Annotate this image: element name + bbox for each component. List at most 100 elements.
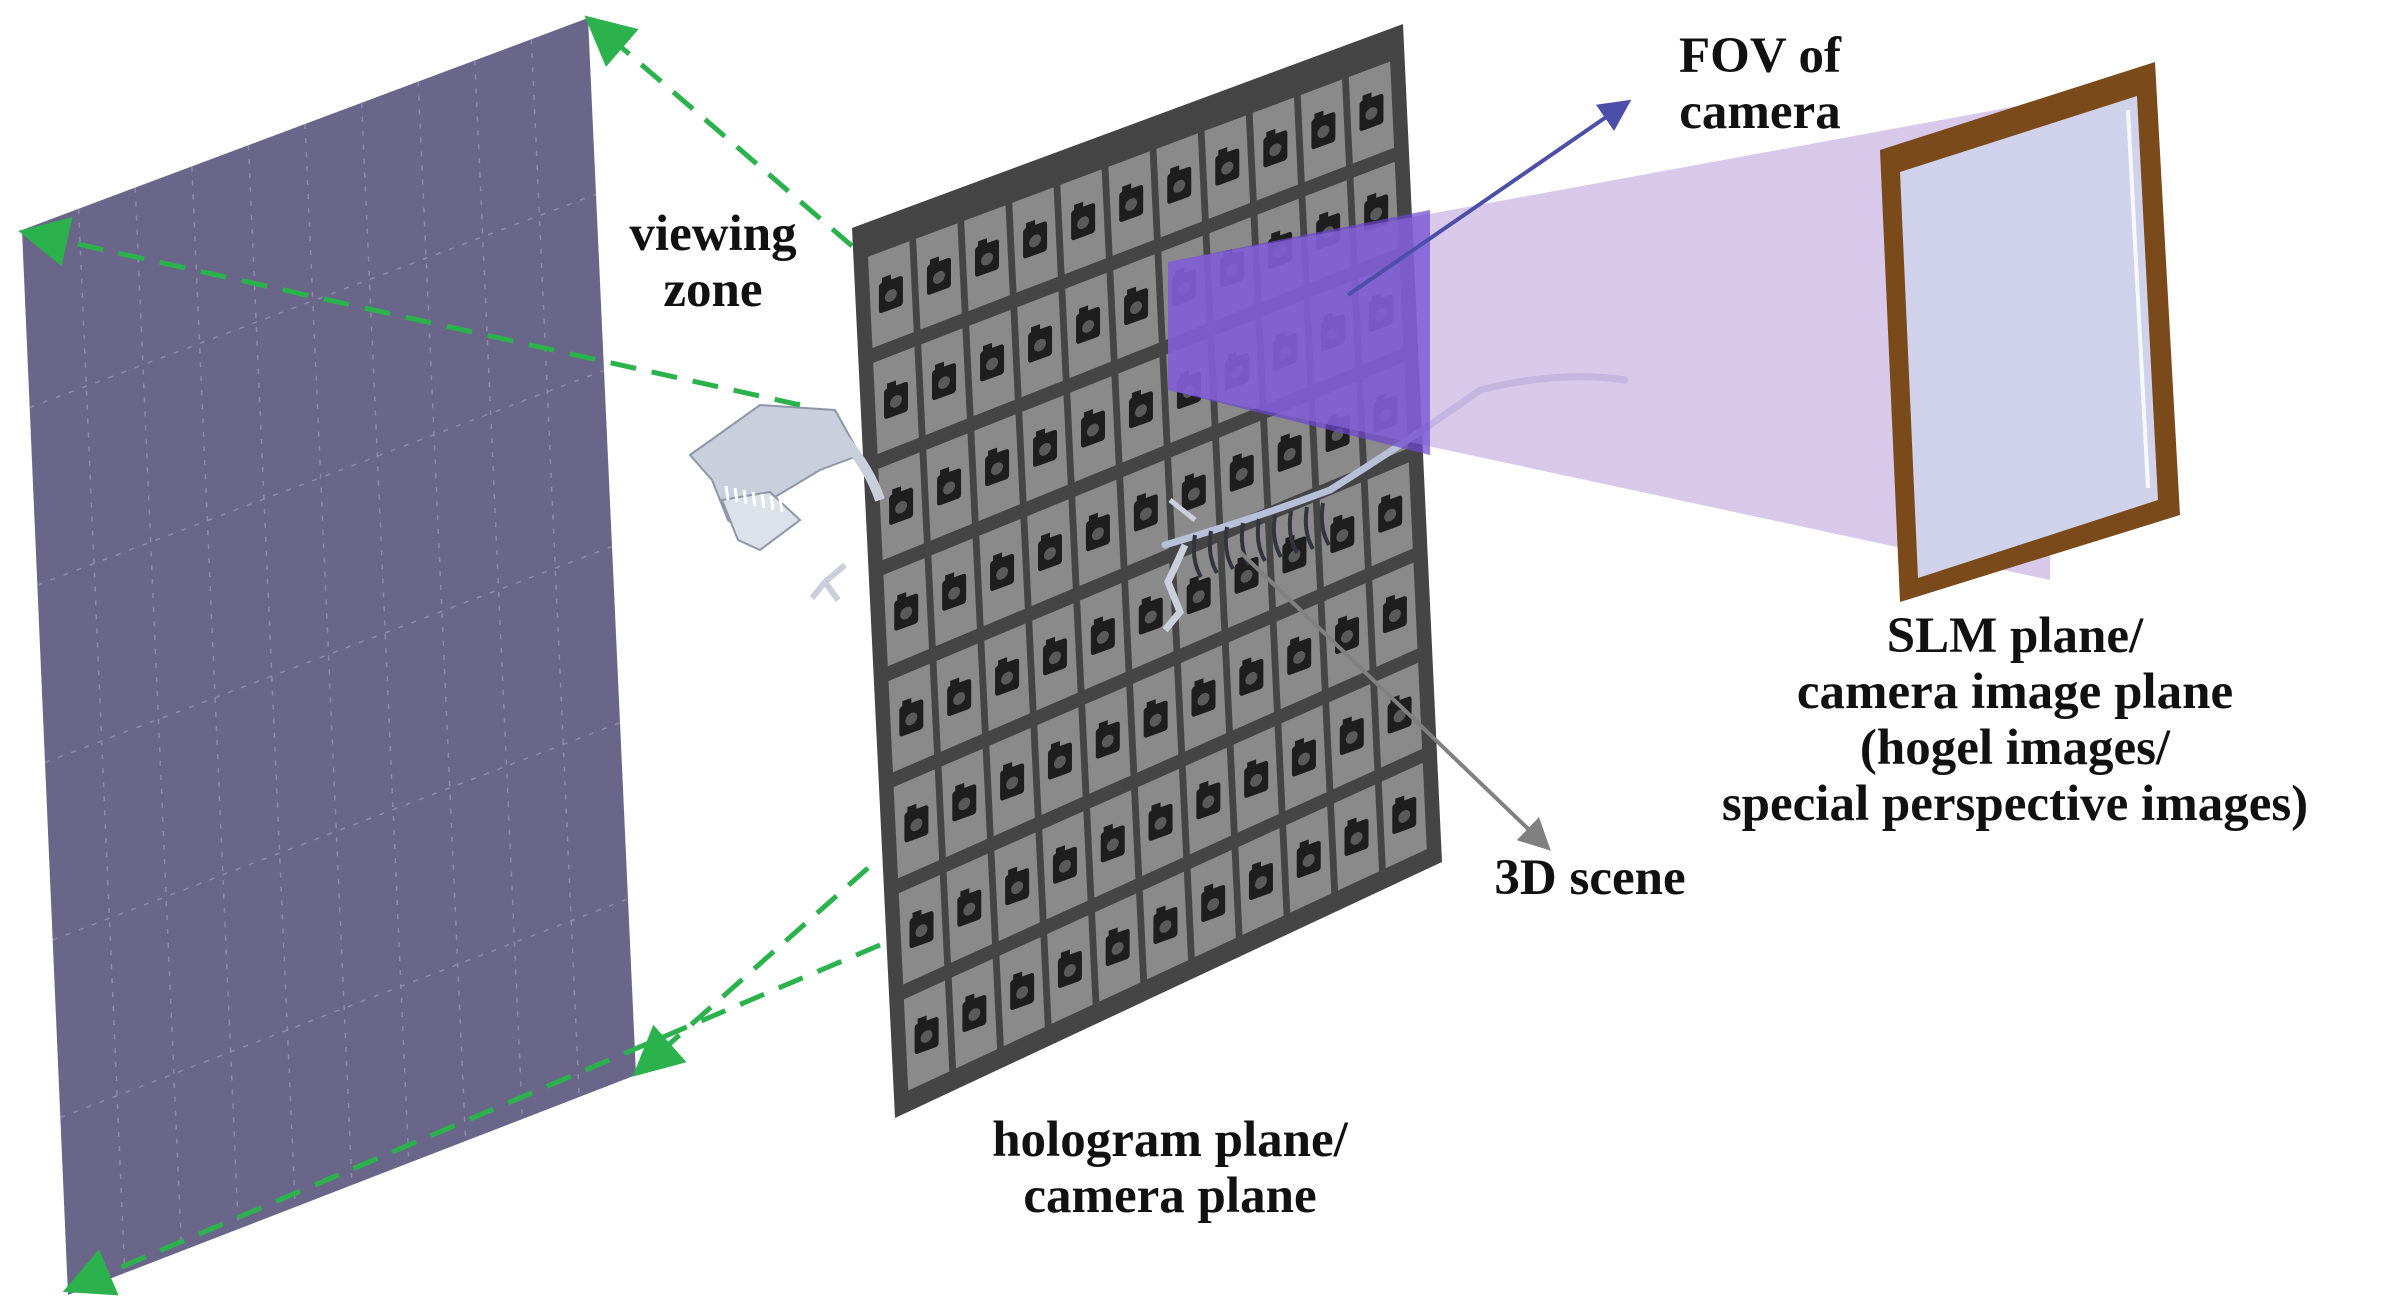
camera-icon <box>889 486 914 525</box>
camera-icon <box>932 361 957 401</box>
camera-icon <box>1119 183 1144 222</box>
viewing-grid-line <box>60 898 629 1119</box>
camera-icon <box>1344 817 1369 856</box>
forelimb <box>809 562 847 602</box>
camera-icon <box>1311 110 1336 150</box>
camera-icon <box>1335 615 1360 654</box>
camera-icon <box>1263 128 1288 168</box>
camera-icon <box>1330 514 1355 554</box>
camera-icon <box>1277 433 1302 472</box>
camera-icon <box>1392 795 1417 834</box>
zone-arrow-bottom-left <box>62 942 881 1296</box>
viewing-zone-arrows <box>18 15 881 1296</box>
rib <box>1303 506 1315 551</box>
fov-label-line: FOV of <box>1679 28 1841 84</box>
viewing-zone-label: viewing zone <box>598 206 828 318</box>
camera-icon <box>1248 861 1273 900</box>
camera-icon <box>1229 453 1254 492</box>
slm-label-line: special perspective images) <box>1721 776 2309 832</box>
camera-icon <box>1023 219 1048 259</box>
fov-label-line: camera <box>1679 84 1841 140</box>
fov-front-face <box>1168 210 1430 455</box>
camera-icon <box>904 803 929 843</box>
viewing-grid-line <box>247 145 296 1208</box>
camera-icon <box>1028 324 1053 363</box>
camera-icon <box>1124 286 1149 326</box>
tooth <box>724 485 730 501</box>
rib <box>1319 502 1331 547</box>
camera-icon <box>1133 492 1158 532</box>
viewing-grid-line <box>37 369 605 586</box>
rib <box>1191 534 1203 579</box>
viewing-grid-line <box>304 123 353 1186</box>
3d-scene-label: 3D scene <box>1494 850 1686 906</box>
tooth <box>742 489 748 505</box>
slm-label-line: SLM plane/ <box>1886 608 2144 664</box>
viewing-zone-label-line: zone <box>663 262 763 318</box>
rib <box>1287 510 1299 555</box>
camera-icon <box>1215 147 1240 186</box>
rib <box>1239 522 1251 567</box>
camera-icon <box>1042 636 1067 676</box>
slm-plane-label: SLM plane/ camera image plane (hogel ima… <box>1650 608 2380 832</box>
slm-label-line: (hogel images/ <box>1859 720 2171 776</box>
camera-icon <box>1359 92 1384 131</box>
viewing-zone-grid <box>29 39 629 1274</box>
camera-icon <box>1105 927 1130 966</box>
camera-icon <box>937 466 962 506</box>
camera-icon <box>1148 802 1173 841</box>
camera-icon <box>1291 737 1316 777</box>
rib <box>1223 526 1235 571</box>
camera-icon <box>952 782 977 822</box>
hindlimb <box>1162 543 1189 633</box>
camera-icon <box>980 342 1005 382</box>
hip-bone <box>1168 498 1197 522</box>
camera-icon <box>1378 494 1403 533</box>
camera-icon <box>1128 389 1153 429</box>
hologram-plane-label: hologram plane/ camera plane <box>930 1112 1410 1224</box>
camera-icon <box>1052 845 1077 884</box>
fov-of-camera-label: FOV of camera <box>1640 28 1880 140</box>
camera-icon <box>1143 699 1168 738</box>
camera-icon <box>1296 839 1321 878</box>
camera-icon <box>947 677 972 717</box>
camera-icon <box>1201 883 1226 922</box>
zone-arrow-top-right <box>584 15 854 248</box>
zone-arrow-bottom-right <box>632 866 870 1077</box>
camera-icon <box>942 572 967 611</box>
viewing-grid-line <box>52 721 621 941</box>
viewing-grid-line <box>44 545 613 764</box>
camera-icon <box>1057 949 1082 988</box>
camera-icon <box>1037 532 1062 572</box>
camera-icon <box>1076 305 1101 344</box>
rib <box>1271 514 1283 559</box>
zone-arrow-top-left <box>18 217 801 408</box>
slm-plane-surface <box>1900 96 2158 578</box>
viewing-grid-line <box>29 193 597 409</box>
camera-icon <box>1047 741 1072 780</box>
camera-icon <box>878 274 903 314</box>
camera-icon <box>1010 971 1035 1010</box>
camera-icon <box>1167 165 1192 204</box>
camera-icon <box>975 238 1000 277</box>
camera-icon <box>1153 905 1178 944</box>
camera-icon <box>1191 678 1216 717</box>
camera-icon <box>1095 720 1120 759</box>
camera-icon <box>1000 761 1025 801</box>
camera-icon <box>995 657 1020 696</box>
camera-icon <box>1287 636 1312 675</box>
rib <box>1207 530 1219 575</box>
camera-icon <box>1339 716 1364 755</box>
camera-icon <box>1071 201 1096 241</box>
camera-icon <box>914 1015 939 1054</box>
camera-icon <box>1196 780 1221 820</box>
camera-icon <box>985 447 1010 487</box>
rib <box>1255 518 1267 563</box>
viewing-grid-line <box>417 81 467 1142</box>
camera-icon <box>1387 695 1412 734</box>
jaw <box>720 490 802 552</box>
hologram-label-line: camera plane <box>1023 1168 1317 1224</box>
camera-icon <box>962 993 987 1032</box>
